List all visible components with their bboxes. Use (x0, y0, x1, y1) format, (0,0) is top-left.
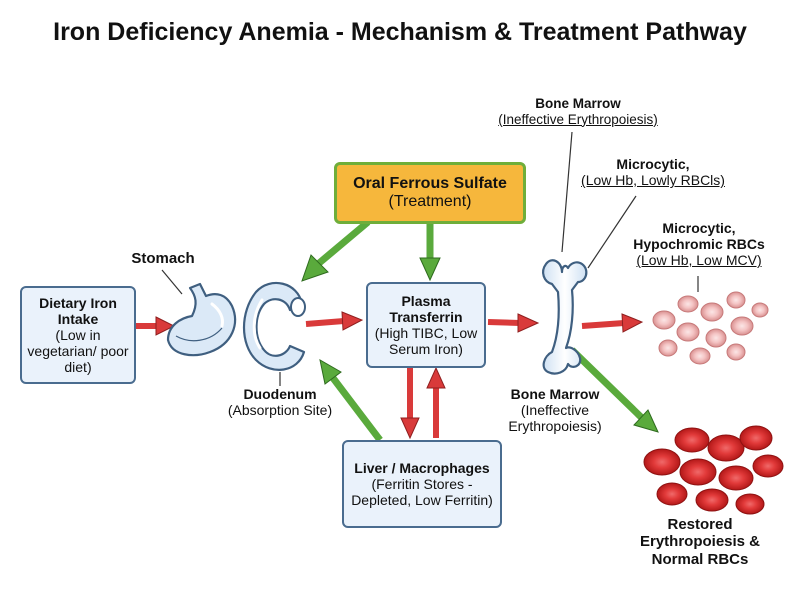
plasma-title: Plasma Transferrin (389, 292, 463, 325)
duodenum-title: Duodenum (243, 386, 317, 402)
liver-macrophages-box: Liver / Macrophages (Ferritin Stores - D… (342, 440, 502, 528)
arrow-plasma-to-bone (487, 313, 540, 333)
arrow-duodenum-to-plasma (305, 311, 364, 331)
plasma-sub: (High TIBC, Low Serum Iron) (374, 325, 478, 358)
arrow-plasma-to-liver (400, 368, 420, 440)
bone-icon (542, 259, 588, 375)
duodenum-icon (243, 282, 306, 371)
treatment-title: Oral Ferrous Sulfate (353, 174, 507, 192)
dietary-iron-box: Dietary Iron Intake (Low in vegetarian/ … (20, 286, 136, 384)
bone-marrow-mid-label: Bone Marrow (Ineffective Erythropoiesis) (490, 386, 620, 434)
stomach-title: Stomach (131, 250, 195, 267)
microcytic-top-sub: (Low Hb, Lowly RBCls) (581, 172, 725, 189)
liver-sub: (Ferritin Stores - Depleted, Low Ferriti… (351, 475, 493, 509)
plasma-transferrin-box: Plasma Transferrin (High TIBC, Low Serum… (366, 282, 486, 368)
microcytic-hypochromic-title: Microcytic, Hypochromic RBCs (633, 220, 765, 253)
bone-marrow-mid-sub: (Ineffective Erythropoiesis) (508, 402, 602, 435)
pale-rbc-cluster-icon (652, 291, 769, 365)
microcytic-top-title: Microcytic, (616, 156, 690, 172)
arrow-liver-to-duodenum (319, 359, 383, 443)
arrow-treatment-to-duodenum (301, 219, 371, 282)
red-rbc-cluster-icon (643, 425, 784, 515)
arrow-treatment-to-plasma (419, 224, 441, 282)
bone-marrow-top-sub: (Ineffective Erythropoiesis) (498, 111, 658, 127)
microcytic-hypochromic-sub: (Low Hb, Low MCV) (636, 252, 762, 269)
microcytic-hypochromic-label: Microcytic, Hypochromic RBCs (Low Hb, Lo… (626, 220, 772, 268)
arrow-bone-to-pale-rbc (581, 313, 644, 333)
stomach-label: Stomach (118, 250, 208, 267)
treatment-box: Oral Ferrous Sulfate (Treatment) (334, 162, 526, 224)
duodenum-label: Duodenum (Absorption Site) (210, 386, 350, 418)
arrow-bone-to-restored-rbc (569, 347, 659, 433)
liver-title: Liver / Macrophages (354, 459, 490, 476)
bone-marrow-top-label: Bone Marrow (Ineffective Erythropoiesis) (478, 96, 678, 127)
duodenum-sub: (Absorption Site) (227, 402, 333, 419)
bone-marrow-top-title: Bone Marrow (535, 96, 621, 111)
arrow-liver-to-plasma (426, 366, 446, 438)
dietary-iron-sub: (Low in vegetarian/ poor diet) (27, 326, 129, 376)
treatment-sub: (Treatment) (388, 193, 472, 210)
arrow-diet-to-stomach (136, 316, 176, 336)
dietary-iron-title: Dietary Iron Intake (39, 294, 117, 327)
diagram-title: Iron Deficiency Anemia - Mechanism & Tre… (53, 18, 747, 46)
microcytic-top-label: Microcytic, (Low Hb, Lowly RBCls) (578, 156, 728, 188)
stomach-icon (166, 282, 237, 357)
restored-title: Restored Erythropoiesis & Normal RBCs (639, 516, 761, 568)
leader-lines (161, 131, 699, 386)
bone-marrow-mid-title: Bone Marrow (510, 386, 600, 402)
restored-rbc-label: Restored Erythropoiesis & Normal RBCs (630, 516, 770, 568)
